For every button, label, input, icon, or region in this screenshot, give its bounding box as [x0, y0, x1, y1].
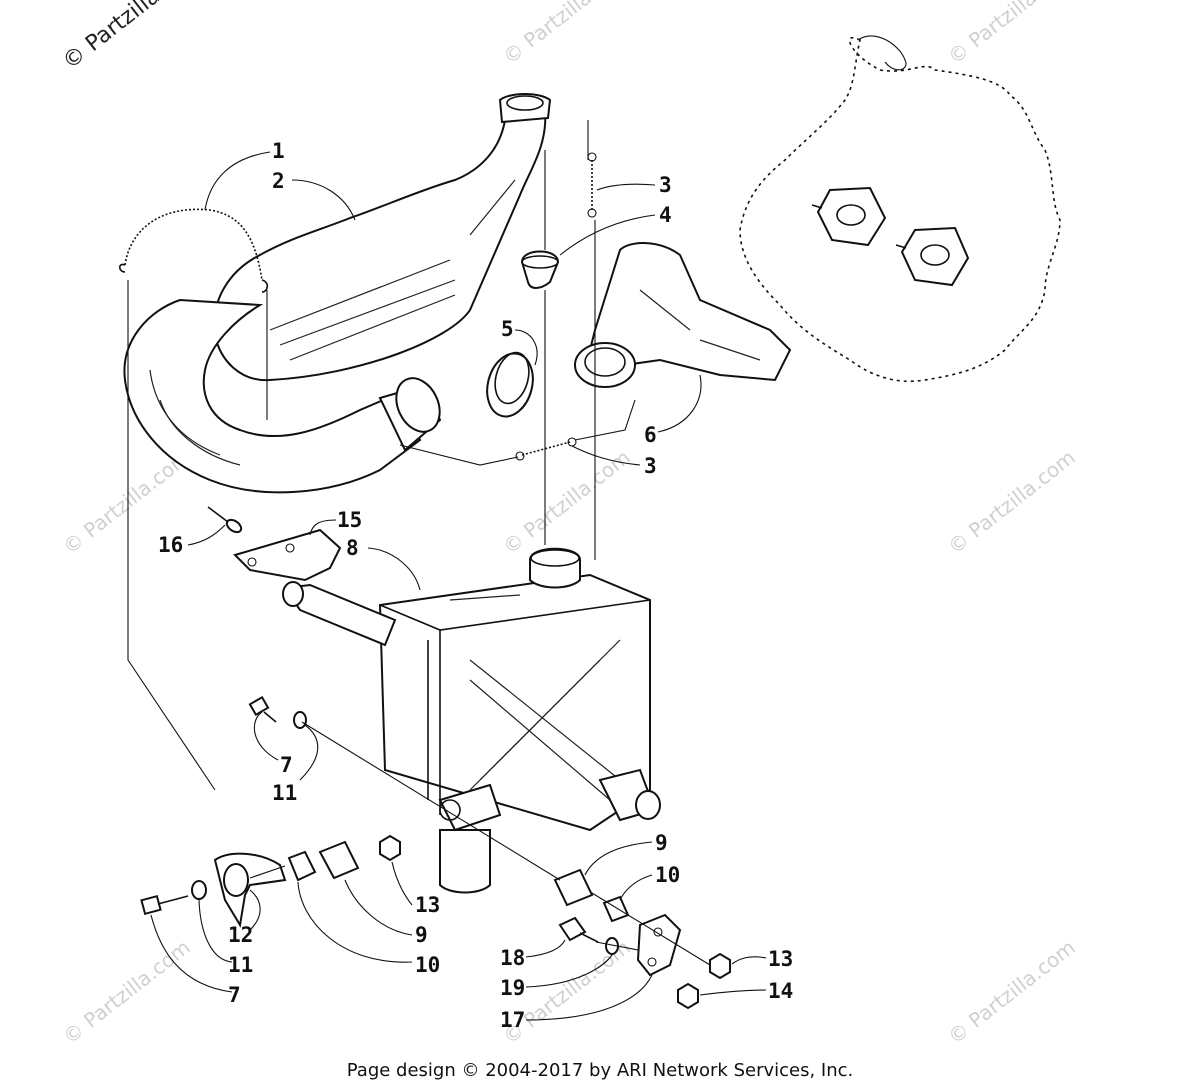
- bolt-7-upper: [248, 695, 277, 723]
- callout-3: 3: [644, 454, 657, 478]
- callout-13: 13: [768, 947, 793, 971]
- watermark-corner: © Partzilla: [58, 0, 165, 75]
- spacer-10-right: [602, 895, 630, 923]
- callout-11: 11: [272, 781, 297, 805]
- heat-shield-wrap: [118, 208, 269, 293]
- callout-14: 14: [768, 979, 793, 1003]
- watermark: © Partzilla.com: [498, 445, 634, 559]
- callout-10: 10: [655, 863, 680, 887]
- spring-bottom: [515, 437, 577, 461]
- callout-7: 7: [228, 983, 241, 1007]
- silencer-canister: [282, 547, 661, 894]
- bushing-9-right: [553, 868, 594, 907]
- hardware: [140, 695, 731, 1010]
- callout-13: 13: [415, 893, 440, 917]
- callout-15: 15: [337, 508, 362, 532]
- bracket-15: [233, 528, 342, 582]
- callout-18: 18: [500, 946, 525, 970]
- gasket-ring: [486, 351, 534, 418]
- watermark: © Partzilla.com: [58, 935, 194, 1049]
- spacer-10-left: [287, 850, 317, 882]
- nut-13-right: [709, 952, 731, 980]
- bushing-9-left: [318, 840, 360, 880]
- callout-5: 5: [501, 317, 514, 341]
- watermark: © Partzilla.com: [943, 935, 1079, 1049]
- engine-port-left: [811, 186, 887, 247]
- mount-bracket-12: [213, 852, 287, 928]
- callout-9: 9: [415, 923, 428, 947]
- assembly-lines: [127, 120, 711, 966]
- callout-6: 6: [644, 423, 657, 447]
- callout-4: 4: [659, 203, 672, 227]
- engine-outline: [739, 35, 1061, 383]
- spring-top: [587, 152, 597, 218]
- callout-11: 11: [228, 953, 253, 977]
- expansion-chamber: [123, 93, 552, 494]
- rivet-16: [207, 506, 243, 534]
- engine-port-right: [895, 226, 970, 287]
- callout-8: 8: [346, 536, 359, 560]
- callout-7: 7: [280, 753, 293, 777]
- watermark: © Partzilla.com: [943, 445, 1079, 559]
- callout-1: 1: [272, 139, 285, 163]
- callout-16: 16: [158, 533, 183, 557]
- nut-14: [677, 982, 699, 1010]
- watermark: © Partzilla.com: [498, 0, 634, 69]
- watermark: © Partzilla.com: [943, 0, 1079, 69]
- callout-2: 2: [272, 169, 285, 193]
- callout-10: 10: [415, 953, 440, 977]
- bolt-7-lower: [140, 894, 189, 916]
- callout-17: 17: [500, 1008, 525, 1032]
- washer-11-upper: [293, 711, 307, 729]
- seal-ring: [520, 250, 560, 289]
- plate-17: [636, 913, 682, 977]
- callout-labels: 1 2 3 4 5 6 3 15 16 8 7 11 9 10 12 13 9 …: [158, 139, 793, 1032]
- callout-19: 19: [500, 976, 525, 1000]
- callout-3: 3: [659, 173, 672, 197]
- exhaust-manifold: [574, 242, 792, 388]
- leader-lines: [150, 151, 767, 1021]
- callout-9: 9: [655, 831, 668, 855]
- callout-12: 12: [228, 923, 253, 947]
- nut-13-left: [379, 834, 401, 862]
- bolt-18: [558, 916, 599, 943]
- washer-11-lower: [191, 880, 207, 900]
- page-footer-copyright: Page design © 2004-2017 by ARI Network S…: [346, 1060, 854, 1081]
